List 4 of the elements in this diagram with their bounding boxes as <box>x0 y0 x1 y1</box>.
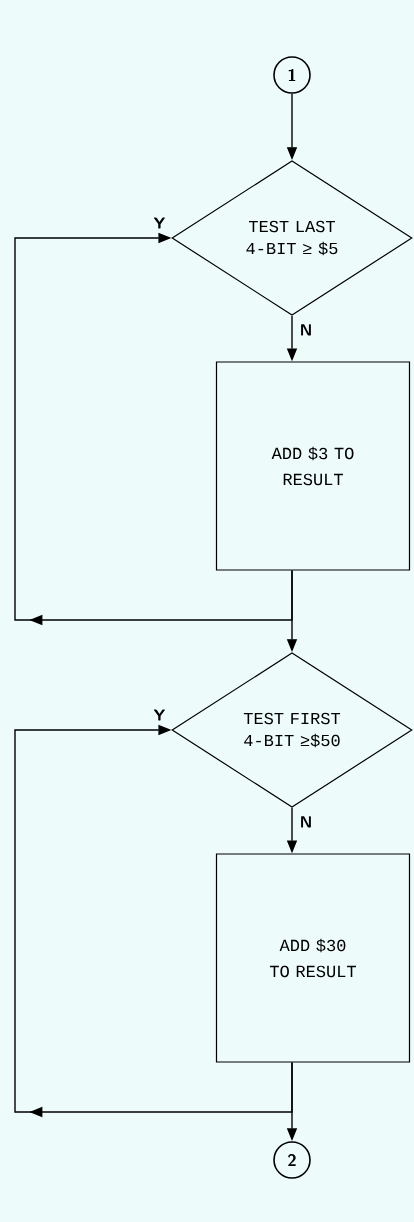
process-box: ADD $30 TO RESULT <box>215 853 411 1063</box>
process-box: ADD $3 TO RESULT <box>215 361 411 571</box>
arrow <box>14 724 293 1118</box>
arrow <box>14 232 293 626</box>
